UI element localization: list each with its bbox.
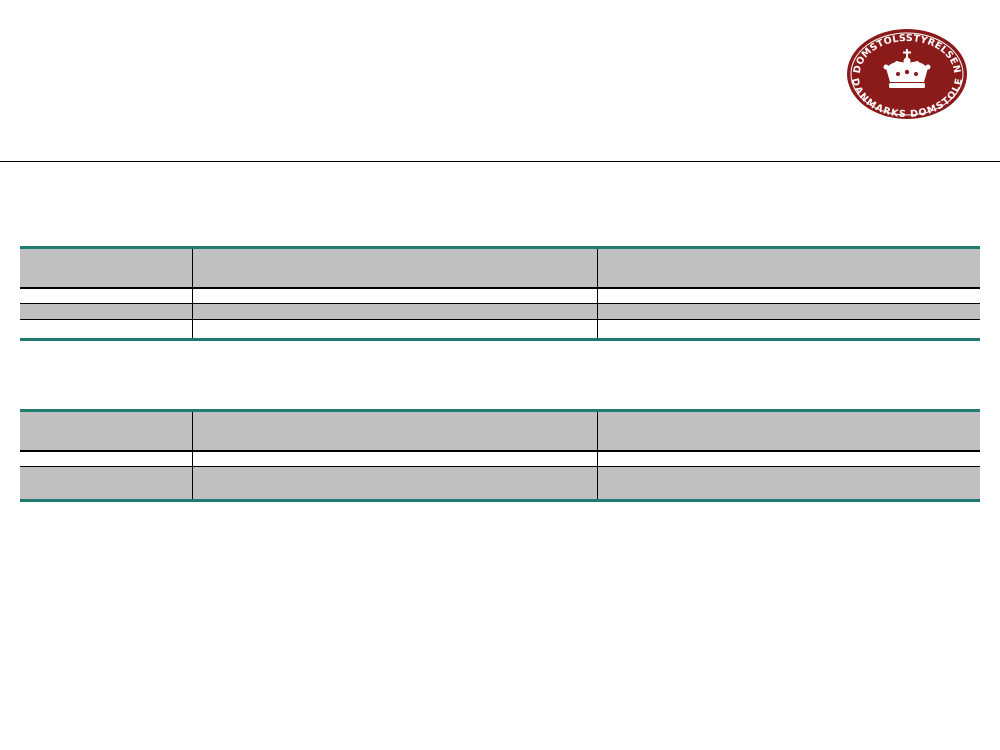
table-2 [20, 409, 980, 502]
table-1-cell [191, 247, 598, 289]
table-row [20, 450, 980, 467]
table-1-cell [596, 319, 980, 340]
crown-seal-icon: DOMSTOLSSTYRELSEN DANMARKS DOMSTOLE [847, 29, 967, 120]
table-1-header-row [20, 247, 980, 289]
table-2-cell [191, 466, 598, 501]
table-1-cell [191, 319, 598, 340]
table-2-cell [20, 410, 193, 452]
table-1-cell [191, 303, 598, 320]
table-2-cell [20, 466, 193, 501]
table-2-cell [596, 466, 980, 501]
table-2-cell [191, 410, 598, 452]
table-2-cell [20, 450, 193, 467]
table-1-cell [596, 287, 980, 304]
table-1-cell [20, 287, 193, 304]
table-1-cell [20, 319, 193, 340]
table-row [20, 287, 980, 304]
table-1 [20, 246, 980, 341]
table-2-cell [191, 450, 598, 467]
table-1-cell [191, 287, 598, 304]
table-1-cell [20, 247, 193, 289]
table-2-header-row [20, 410, 980, 452]
table-1-cell [596, 247, 980, 289]
table-row [20, 319, 980, 340]
table-2-cell [596, 410, 980, 452]
table-row [20, 466, 980, 501]
table-1-cell [596, 303, 980, 320]
table-1-cell [20, 303, 193, 320]
table-2-cell [596, 450, 980, 467]
domstolsstyrelsen-logo: DOMSTOLSSTYRELSEN DANMARKS DOMSTOLE [846, 28, 968, 120]
table-row [20, 303, 980, 320]
header-divider [0, 161, 1000, 162]
